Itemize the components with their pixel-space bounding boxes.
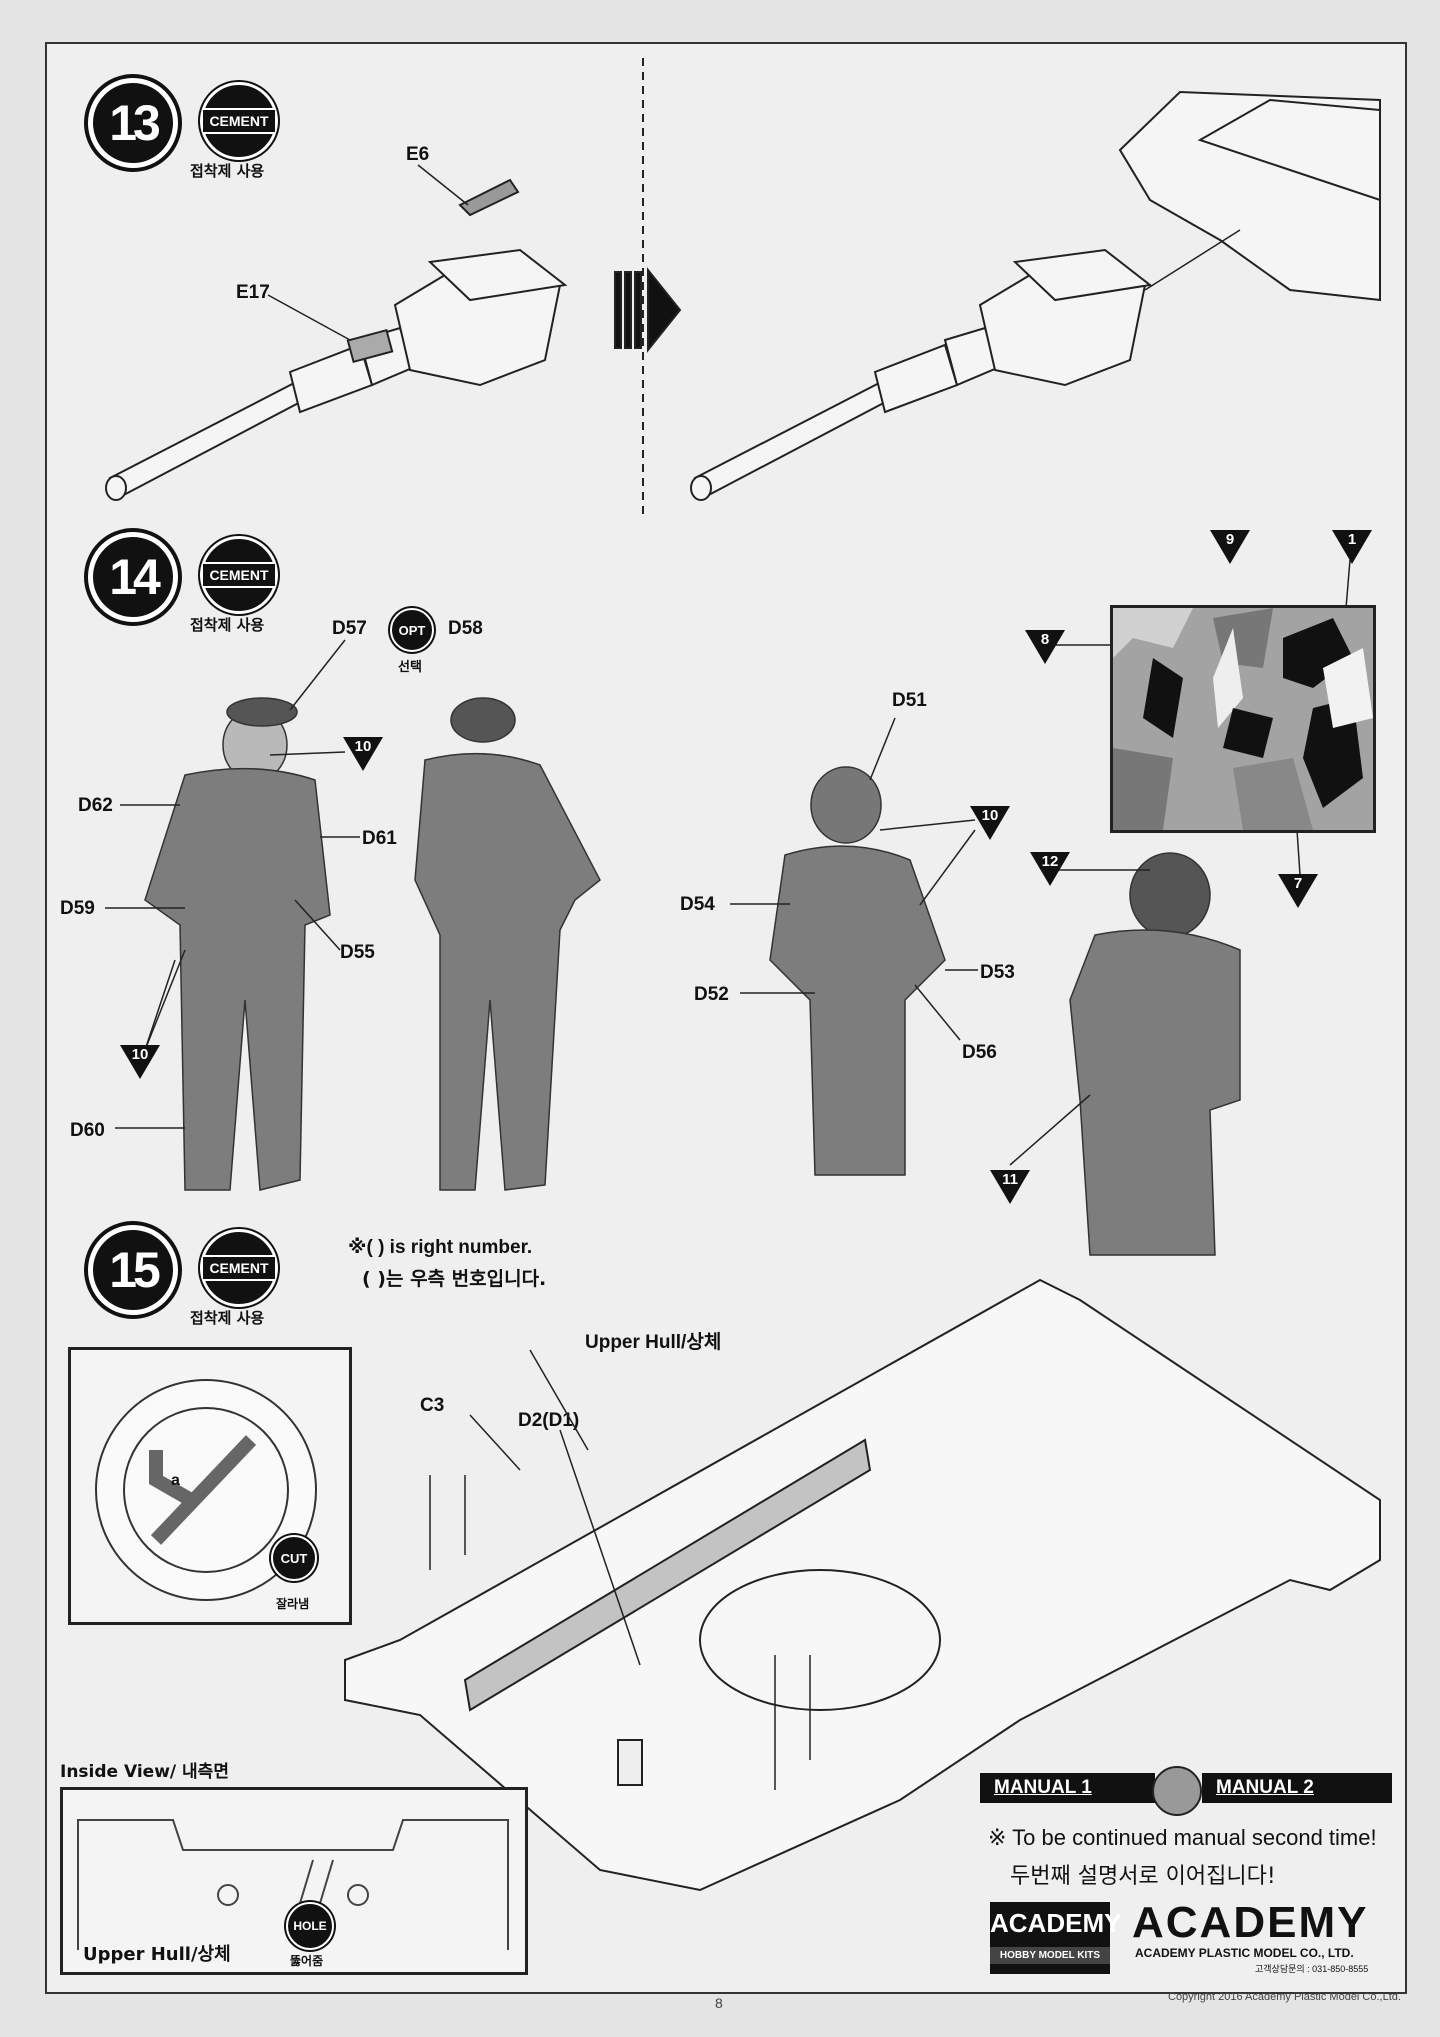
part-label-d53: D53 [980,962,1015,983]
note-korean: ( )는 우측 번호입니다. [362,1268,547,1290]
color-callout-10b [120,1045,160,1079]
part-label-d62: D62 [78,795,113,816]
manual-1-bar: MANUAL 1 [980,1773,1155,1803]
page-number: 8 [715,1995,723,2011]
upper-hull-label: Upper Hull/상체 [585,1332,722,1353]
continued-english: ※ To be continued manual second time! [988,1825,1377,1850]
opt-korean: 선택 [398,660,422,675]
color-callout-12 [1030,852,1070,886]
step-14-number: 14 [88,532,178,622]
academy-company-name: ACADEMY PLASTIC MODEL CO., LTD. [1135,1946,1354,1960]
arrow-right-icon [1152,1766,1202,1816]
part-label-c3-left: C3 [420,1395,445,1416]
cement-korean-13: 접착제 사용 [190,162,265,180]
step-15-number: 15 [88,1225,178,1315]
color-callout-10a-number: 10 [354,738,372,755]
inside-view-label: Inside View/ 내측면 [60,1762,229,1782]
note-english: ※( ) is right number. [348,1237,533,1258]
part-label-d51: D51 [892,690,927,711]
part-label-d56: D56 [962,1042,997,1063]
color-callout-10c [970,806,1010,840]
cut-korean: 잘라냄 [276,1597,310,1611]
color-callout-1 [1332,530,1372,564]
color-callout-9 [1210,530,1250,564]
part-label-d55: D55 [340,942,375,963]
part-label-d57: D57 [332,618,367,639]
part-label-d61: D61 [362,828,397,849]
inside-hull-label: Upper Hull/상체 [83,1944,231,1965]
camo-pattern [1113,608,1373,830]
part-label-d52: D52 [694,984,729,1005]
academy-contact: 고객상담문의 : 031-850-8555 [1255,1964,1369,1974]
color-callout-9-number: 9 [1225,531,1235,548]
inside-view-drawing [77,1819,509,1950]
opt-badge: OPT [390,608,434,652]
step-13-number: 13 [88,78,178,168]
color-callout-11-number: 11 [1002,1171,1018,1188]
part-label-d58: D58 [448,618,483,639]
color-callout-7-number: 7 [1293,875,1303,892]
color-callout-8 [1025,630,1065,664]
color-callout-10a [343,737,383,771]
part-label-d2: D2(D1) [518,1410,580,1431]
part-label-e17: E17 [236,282,270,303]
inside-view-box: Upper Hull/상체 HOLE 뚫어줌 [60,1787,528,1975]
cement-badge-14: CEMENT [200,536,278,614]
color-callout-1-number: 1 [1347,531,1357,548]
cut-badge: CUT [271,1535,317,1581]
cut-detail-drawing [95,1379,317,1601]
part-label-d59: D59 [60,898,95,919]
academy-hobby-logo: ACADEMY HOBBY MODEL KITS [990,1902,1121,1974]
cut-letter: a [171,1472,180,1489]
cement-korean-15: 접착제 사용 [190,1309,265,1327]
academy-brand-logo: ACADEMY [1132,1898,1369,1947]
part-label-d60: D60 [70,1120,105,1141]
cement-korean-14: 접착제 사용 [190,616,265,634]
color-callout-7 [1278,874,1318,908]
cut-detail-inset: a CUT 잘라냄 [68,1347,352,1625]
color-callout-10c-number: 10 [981,807,999,824]
color-callout-12-number: 12 [1041,853,1059,870]
cement-badge-13: CEMENT [200,82,278,160]
continued-korean: 두번째 설명서로 이어집니다! [1010,1864,1276,1889]
hole-badge: HOLE [286,1902,334,1950]
manual-2-bar: MANUAL 2 [1202,1773,1392,1803]
color-callout-10b-number: 10 [131,1046,149,1063]
color-callout-8-number: 8 [1040,631,1050,648]
copyright: Copyright 2016 Academy Plastic Model Co.… [1168,1991,1401,2003]
camo-swatch [1110,605,1376,833]
cement-badge-15: CEMENT [200,1229,278,1307]
part-label-d54: D54 [680,894,715,915]
color-callout-11 [990,1170,1030,1204]
part-label-e6: E6 [406,144,430,165]
hole-korean: 뚫어줌 [290,1954,324,1968]
